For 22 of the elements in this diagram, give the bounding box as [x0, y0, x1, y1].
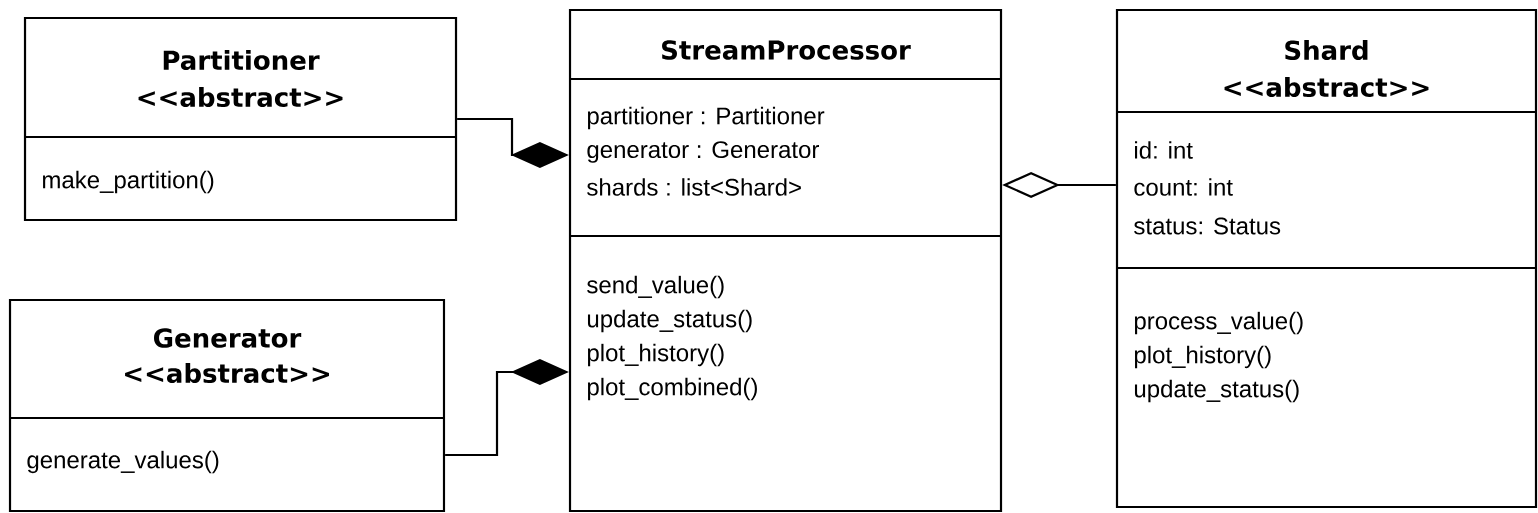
member-text: plot_history() — [587, 343, 724, 367]
member-text: generator : Generator — [587, 141, 819, 163]
class-title: Shard — [1285, 39, 1368, 61]
class-title: StreamProcessor — [662, 40, 911, 60]
class-title: Generator — [154, 328, 302, 348]
member-text: plot_history() — [1134, 345, 1271, 369]
member-text: make_partition() — [43, 170, 214, 194]
member-text: generate_values() — [27, 450, 219, 474]
class-title: <<abstract>> — [138, 86, 343, 108]
member-text: shards : list<Shard> — [587, 178, 801, 196]
member-text: partitioner : Partitioner — [587, 106, 825, 130]
class-title: <<abstract>> — [1224, 76, 1429, 98]
member-text: update_status() — [588, 309, 752, 333]
member-text: update_status() — [1134, 379, 1299, 403]
member-text: plot_combined() — [587, 377, 757, 401]
class-title: Partitioner — [163, 49, 320, 71]
member-text: id: int — [1135, 141, 1193, 159]
member-text: send_value() — [587, 275, 724, 299]
member-text: process_value() — [1134, 311, 1303, 335]
member-text: count: int — [1134, 178, 1233, 196]
member-text: status: Status — [1134, 217, 1281, 235]
class-title: <<abstract>> — [125, 362, 329, 384]
